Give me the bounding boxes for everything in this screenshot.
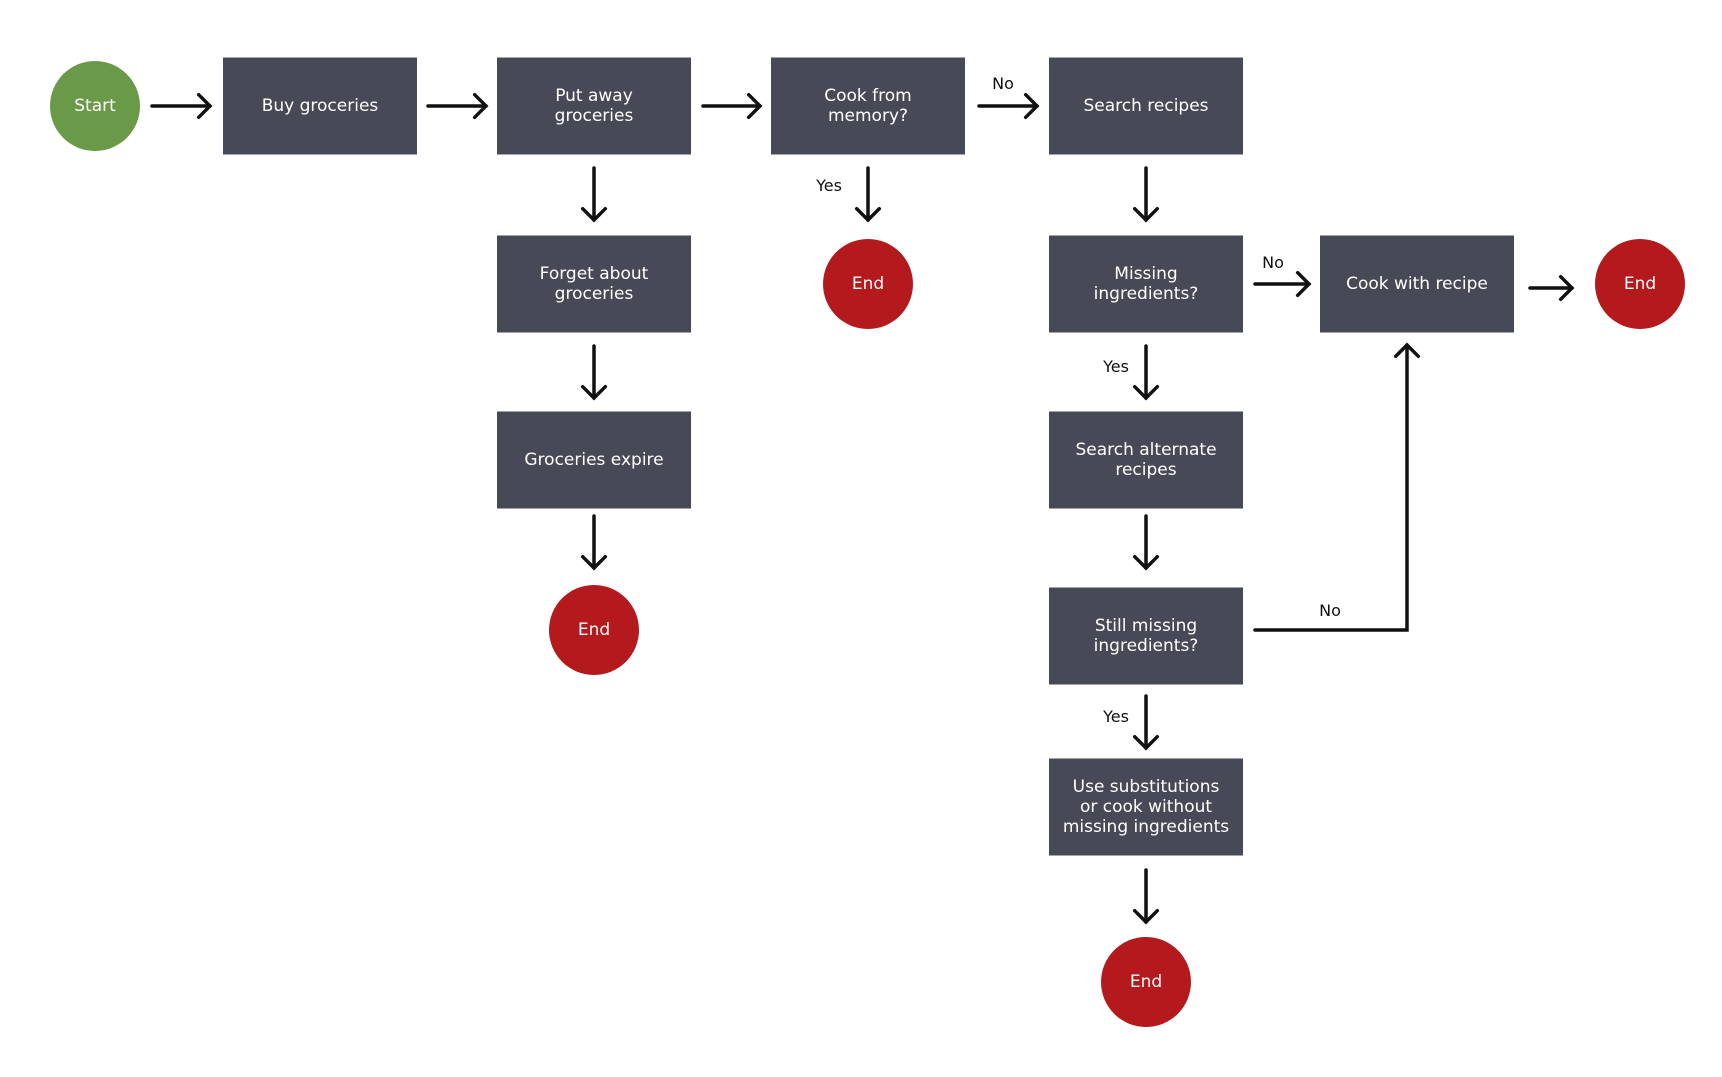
edge-label: Yes: [815, 176, 842, 195]
node-label: End: [1130, 972, 1162, 992]
edge-missing-to-searchalt: Yes: [1102, 344, 1160, 401]
edge-cookmem-to-search: No: [977, 74, 1040, 120]
arrow-head-icon: [1132, 206, 1160, 223]
edge-missing-to-cookrecipe: No: [1253, 253, 1312, 298]
edge-cookmem-to-end1: Yes: [815, 166, 882, 223]
decision-box: [1049, 235, 1243, 333]
edge-putaway-to-cookmem: [701, 92, 763, 120]
process-box: [497, 235, 691, 333]
process-box: [1049, 411, 1243, 509]
edge-label: Yes: [1102, 707, 1129, 726]
node-cookrecipe: Cook with recipe: [1320, 235, 1514, 333]
node-label: ingredients?: [1094, 284, 1199, 304]
edge-forget-to-expire: [580, 344, 608, 401]
start-terminal: [50, 61, 140, 151]
node-label: Search recipes: [1083, 96, 1208, 116]
process-box: [497, 411, 691, 509]
process-box: [1049, 758, 1243, 856]
node-label: Search alternate: [1075, 440, 1216, 460]
node-end3: End: [549, 585, 639, 675]
arrow-head-icon: [196, 92, 213, 120]
node-start: Start: [50, 61, 140, 151]
node-end2: End: [1595, 239, 1685, 329]
node-label: Groceries expire: [524, 450, 663, 470]
arrow-head-icon: [1132, 554, 1160, 571]
edge-label: No: [992, 74, 1014, 93]
node-label: groceries: [555, 284, 634, 304]
node-label: Still missing: [1095, 616, 1197, 636]
arrow-head-icon: [472, 92, 489, 120]
node-label: End: [852, 274, 884, 294]
end-terminal: [549, 585, 639, 675]
connector-line: [1253, 343, 1409, 632]
node-label: Cook from: [824, 86, 911, 106]
process-box: [1049, 57, 1243, 155]
edge-search-to-missing: [1132, 166, 1160, 223]
process-box: [1320, 235, 1514, 333]
edge-start-to-buy: [150, 92, 213, 120]
node-label: Buy groceries: [262, 96, 379, 116]
node-end1: End: [823, 239, 913, 329]
node-label: memory?: [828, 106, 908, 126]
arrow-head-icon: [580, 384, 608, 401]
end-terminal: [1101, 937, 1191, 1027]
node-label: groceries: [555, 106, 634, 126]
edge-searchalt-to-stillmissing: [1132, 514, 1160, 571]
node-label: Cook with recipe: [1346, 274, 1488, 294]
process-box: [497, 57, 691, 155]
node-expire: Groceries expire: [497, 411, 691, 509]
node-label: Forget about: [540, 264, 649, 284]
node-label: End: [1624, 274, 1656, 294]
arrow-head-icon: [1132, 384, 1160, 401]
edge-buy-to-putaway: [426, 92, 489, 120]
edge-putaway-to-forget: [580, 166, 608, 223]
edge-stillmissing-to-cookrecipe: No: [1253, 342, 1421, 632]
end-terminal: [823, 239, 913, 329]
node-label: Start: [74, 96, 116, 116]
arrow-head-icon: [1023, 92, 1040, 120]
edge-stillmissing-to-subs: Yes: [1102, 694, 1160, 751]
arrow-head-icon: [1558, 274, 1575, 302]
end-terminal: [1595, 239, 1685, 329]
node-label: missing ingredients: [1063, 817, 1229, 837]
edge-subs-to-end4: [1132, 868, 1160, 925]
edge-expire-to-end3: [580, 514, 608, 571]
decision-box: [771, 57, 965, 155]
node-search: Search recipes: [1049, 57, 1243, 155]
arrow-head-icon: [580, 206, 608, 223]
node-label: ingredients?: [1094, 636, 1199, 656]
arrow-head-icon: [1132, 908, 1160, 925]
edge-label: No: [1262, 253, 1284, 272]
process-box: [223, 57, 417, 155]
arrow-head-icon: [1393, 342, 1421, 359]
arrow-head-icon: [580, 554, 608, 571]
arrow-head-icon: [854, 206, 882, 223]
arrow-head-icon: [746, 92, 763, 120]
node-label: or cook without: [1080, 797, 1212, 817]
node-label: End: [578, 620, 610, 640]
node-label: recipes: [1115, 460, 1176, 480]
decision-box: [1049, 587, 1243, 685]
arrow-head-icon: [1295, 270, 1312, 298]
node-buy: Buy groceries: [223, 57, 417, 155]
node-label: Use substitutions: [1073, 777, 1220, 797]
node-label: Put away: [555, 86, 633, 106]
node-end4: End: [1101, 937, 1191, 1027]
arrow-head-icon: [1132, 734, 1160, 751]
node-label: Missing: [1114, 264, 1177, 284]
edge-label: No: [1319, 601, 1341, 620]
edge-label: Yes: [1102, 357, 1129, 376]
edge-cookrecipe-to-end2: [1528, 274, 1575, 302]
